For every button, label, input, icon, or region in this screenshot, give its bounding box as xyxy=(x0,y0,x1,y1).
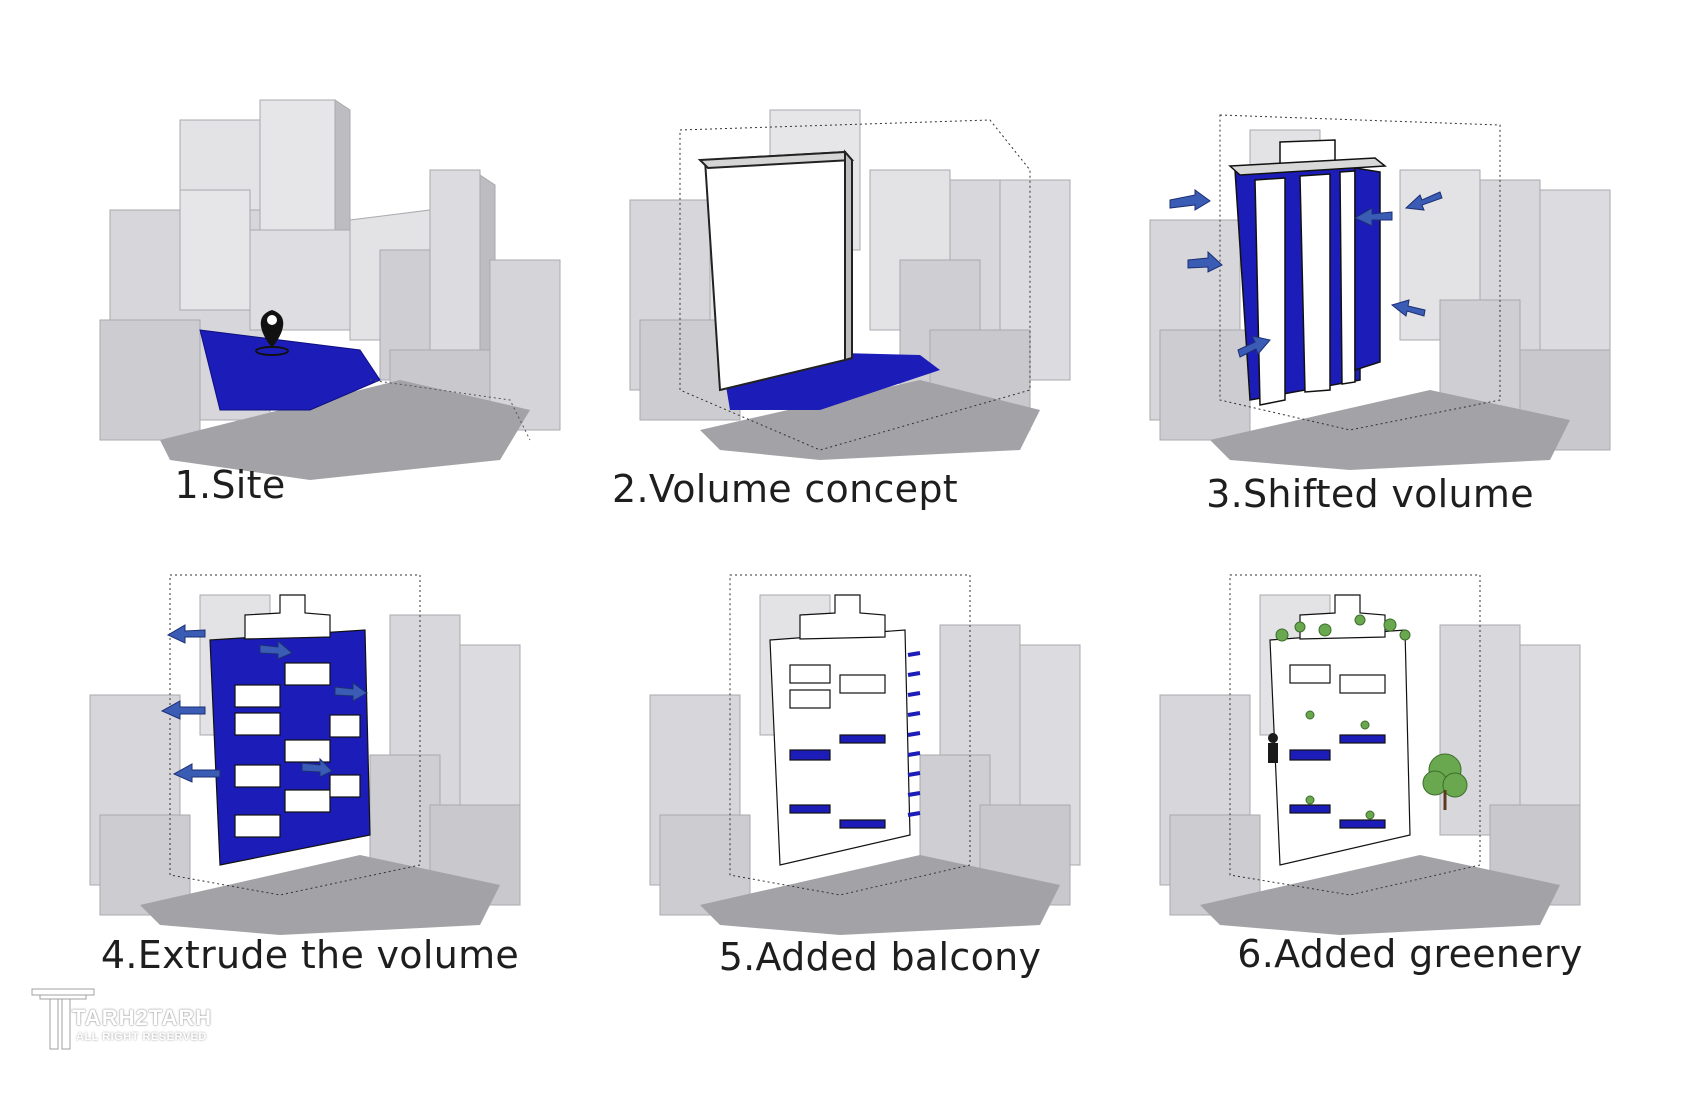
step-4-extrude-volume: 4.Extrude the volume xyxy=(80,574,620,1095)
step-label: 4.Extrude the volume xyxy=(100,933,520,977)
step-1-site: 1.Site xyxy=(70,80,610,600)
step-3-shifted-volume: 3.Shifted volume xyxy=(1149,100,1690,620)
volume-diagram xyxy=(629,109,1071,460)
arrow-icon xyxy=(160,624,368,783)
extruded-tower xyxy=(209,594,371,866)
tower-volume xyxy=(697,149,855,392)
watermark-brand: TARH2TARH xyxy=(72,1005,213,1030)
context-buildings xyxy=(649,594,1081,916)
ground-road xyxy=(1200,855,1560,935)
site-plot xyxy=(199,329,381,411)
step-label: 6.Added greenery xyxy=(1237,932,1583,976)
location-pin-icon xyxy=(255,310,289,356)
watermark-sub: ALL RIGHT RESERVED xyxy=(76,1031,207,1043)
shifted-diagram xyxy=(1149,114,1611,470)
context-buildings xyxy=(1149,129,1611,451)
step-label: 1.Site xyxy=(174,463,286,507)
balcony-tower xyxy=(769,594,911,866)
tree-icon xyxy=(1275,614,1468,820)
step-label: 5.Added balcony xyxy=(718,935,1042,979)
site-diagram xyxy=(99,99,561,480)
person-silhouette xyxy=(1268,733,1278,763)
step-6-added-greenery: 6.Added greenery xyxy=(1159,574,1699,1095)
watermark-logo: TARH2TARH ALL RIGHT RESERVED xyxy=(28,985,228,1055)
shifted-tower xyxy=(1228,139,1387,406)
ground-road xyxy=(700,380,1040,460)
balcony-fins xyxy=(907,651,921,817)
ground-road xyxy=(1210,390,1570,470)
extrude-diagram xyxy=(89,574,521,935)
step-2-volume-concept: 2.Volume concept xyxy=(612,90,1160,610)
column-logo-icon xyxy=(31,988,95,1050)
greenery-tower xyxy=(1269,594,1411,866)
step-5-added-balcony: 5.Added balcony xyxy=(640,574,1180,1095)
arrow-icon xyxy=(1169,189,1443,358)
context-buildings xyxy=(89,594,521,916)
greenery-diagram xyxy=(1159,574,1581,935)
balcony-diagram xyxy=(649,574,1081,935)
step-label: 3.Shifted volume xyxy=(1206,472,1534,516)
ground-road xyxy=(140,855,500,935)
ground-road xyxy=(700,855,1060,935)
step-label: 2.Volume concept xyxy=(612,467,958,511)
ground-road xyxy=(160,380,530,480)
